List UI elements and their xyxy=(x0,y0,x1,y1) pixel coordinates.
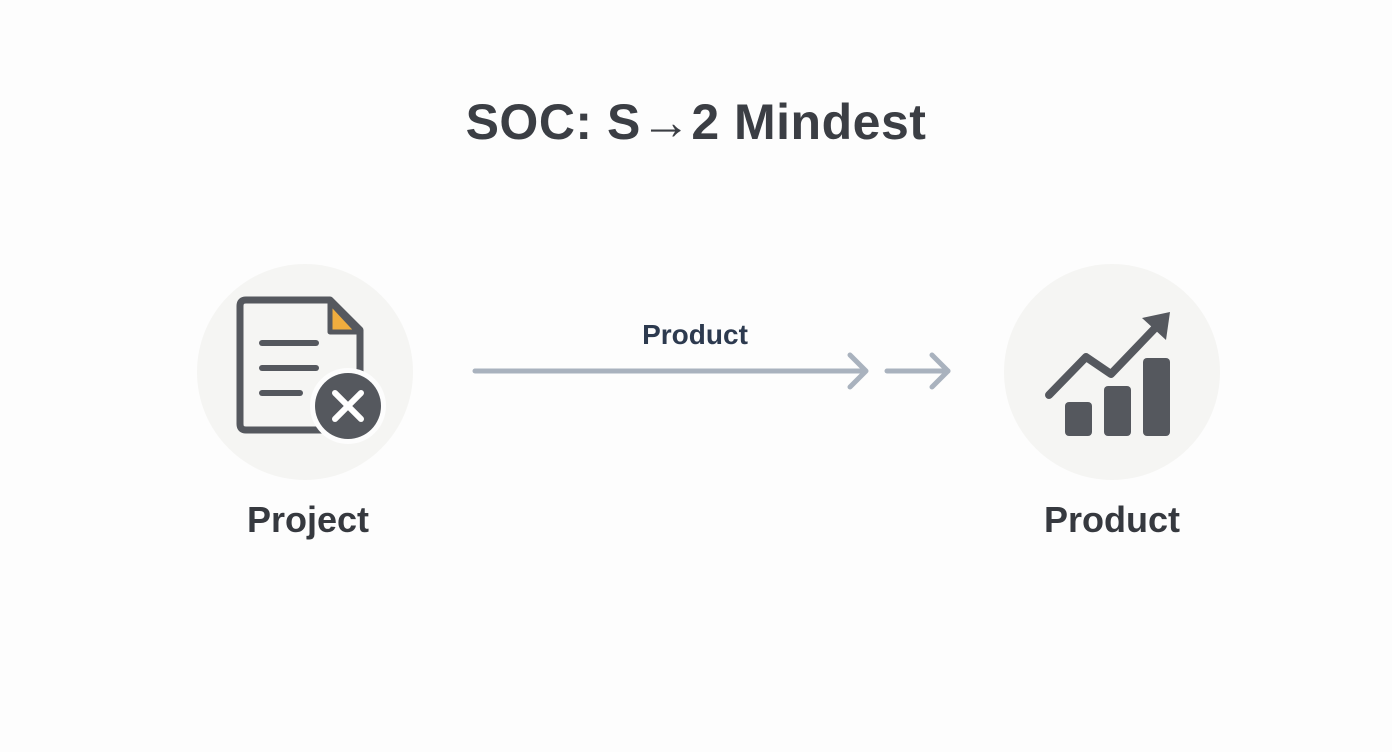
product-node-label: Product xyxy=(1043,499,1180,540)
diagram-title: SOC: S→2 Mindest xyxy=(465,94,927,150)
document-x-icon xyxy=(236,296,386,444)
flow-arrow xyxy=(472,352,951,390)
growth-chart-icon xyxy=(1045,312,1170,436)
project-node-label: Project xyxy=(246,499,370,540)
edge-label: Product xyxy=(642,319,748,350)
